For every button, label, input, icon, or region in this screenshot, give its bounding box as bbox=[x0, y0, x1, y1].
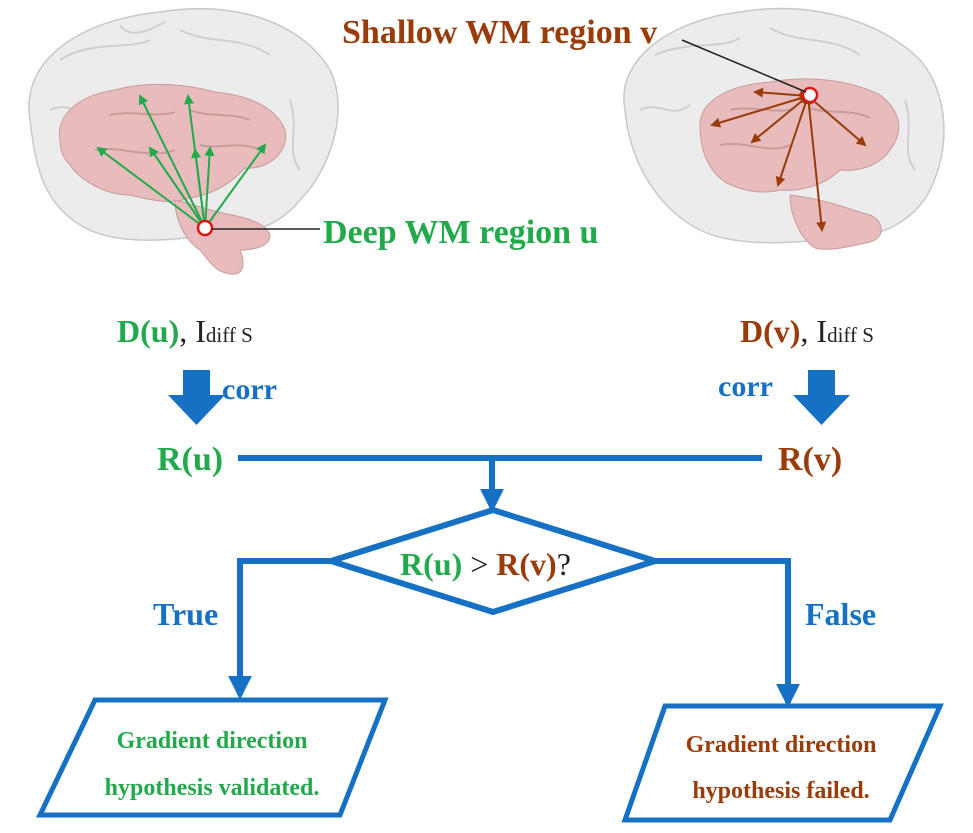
outcome-failed-line1: Gradient direction bbox=[686, 732, 877, 758]
right-corr-arrow bbox=[793, 370, 850, 425]
decision-ru: R(u) bbox=[400, 546, 462, 582]
decision-rv: R(v) bbox=[496, 546, 556, 582]
result-rv: R(v) bbox=[778, 441, 842, 478]
left-corr-arrow bbox=[168, 370, 225, 425]
true-branch bbox=[228, 558, 331, 700]
shallow-region-label: Shallow WM region v bbox=[342, 14, 657, 51]
true-label: True bbox=[153, 596, 218, 632]
right-input-label: D(v), Idiff S bbox=[740, 313, 874, 349]
right-brain-icon bbox=[623, 7, 945, 250]
shallow-region-arrows bbox=[710, 87, 867, 232]
outcome-validated-line1: Gradient direction bbox=[117, 728, 308, 754]
result-ru: R(u) bbox=[157, 441, 223, 478]
decision-q: ? bbox=[557, 546, 571, 582]
shallow-region-marker bbox=[801, 86, 819, 104]
outcome-failed-box bbox=[621, 703, 944, 823]
shallow-region-leader bbox=[681, 39, 807, 93]
deep-region-marker bbox=[196, 219, 214, 237]
left-corr-label: corr bbox=[222, 373, 277, 406]
left-input-rest: , I bbox=[179, 313, 206, 349]
right-corr-label: corr bbox=[718, 370, 773, 403]
outcome-failed-line2: hypothesis failed. bbox=[692, 778, 869, 804]
false-label: False bbox=[805, 596, 876, 632]
outcome-validated-line2: hypothesis validated. bbox=[105, 775, 320, 801]
right-input-dv: D(v) bbox=[740, 313, 800, 349]
left-input-label: D(u), Idiff S bbox=[117, 313, 253, 349]
left-input-sub: diff S bbox=[206, 323, 253, 347]
false-branch bbox=[655, 558, 800, 708]
decision-op: > bbox=[462, 546, 496, 582]
deep-region-label: Deep WM region u bbox=[323, 214, 598, 251]
right-input-sub: diff S bbox=[827, 323, 874, 347]
right-input-rest: , I bbox=[800, 313, 827, 349]
decision-label: R(u) > R(v)? bbox=[400, 546, 571, 582]
outcome-validated-box bbox=[36, 697, 389, 818]
left-input-du: D(u) bbox=[117, 313, 179, 349]
deep-region-arrows bbox=[96, 94, 267, 229]
left-brain-icon bbox=[28, 7, 339, 275]
decision-diamond bbox=[321, 506, 665, 616]
